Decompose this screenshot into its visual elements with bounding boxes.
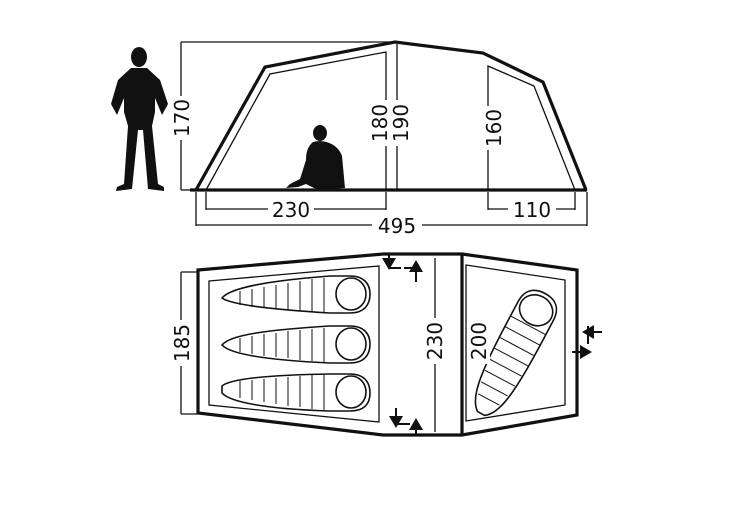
tent-outer-shell	[194, 40, 588, 191]
height-vestibule-label: 160	[482, 109, 506, 147]
sleeping-bag-vestibule	[474, 289, 558, 417]
arrow-down-icon	[382, 258, 396, 270]
vestibule-length-dimension: 110	[487, 192, 576, 222]
total-length-dimension: 495	[195, 192, 588, 238]
floor-plan: 185	[170, 252, 602, 437]
door-arrows-top	[382, 254, 423, 282]
height-person-label: 170	[170, 99, 194, 137]
person-height-dimension: 170	[170, 41, 395, 191]
sleeping-bag	[220, 325, 371, 364]
arrow-down-icon	[389, 416, 403, 428]
arrow-right-icon	[580, 345, 592, 359]
standing-person-icon	[111, 47, 168, 191]
inner-tent-floor	[208, 265, 380, 423]
total-length-label: 495	[378, 214, 416, 238]
side-view: 170 180 190 160 230	[111, 40, 588, 238]
inner-width-dimension: 185	[170, 271, 198, 415]
arrow-up-icon	[409, 260, 423, 272]
footprint-outline	[196, 252, 579, 437]
inner-width-label: 185	[170, 324, 194, 362]
door-arrows-right	[572, 325, 602, 359]
vestibule-floor-length-label: 200	[467, 322, 491, 360]
height-peak-label: 180	[368, 104, 392, 142]
arrow-up-icon	[409, 418, 423, 430]
vestibule-floor	[465, 264, 566, 422]
vestibule-length-label: 110	[513, 198, 551, 222]
porch-width-label: 230	[423, 322, 447, 360]
inner-length-label: 230	[272, 198, 310, 222]
sitting-person-icon	[286, 125, 345, 190]
sleeping-bag	[220, 275, 371, 314]
sleeping-bag	[221, 373, 371, 412]
porch-width-dimension: 230	[423, 258, 447, 432]
height-peak-outer-label: 190	[389, 104, 413, 142]
door-arrows-bottom	[389, 408, 423, 436]
sleeping-bags-inner	[220, 275, 371, 412]
inner-length-dimension: 230	[205, 192, 387, 222]
